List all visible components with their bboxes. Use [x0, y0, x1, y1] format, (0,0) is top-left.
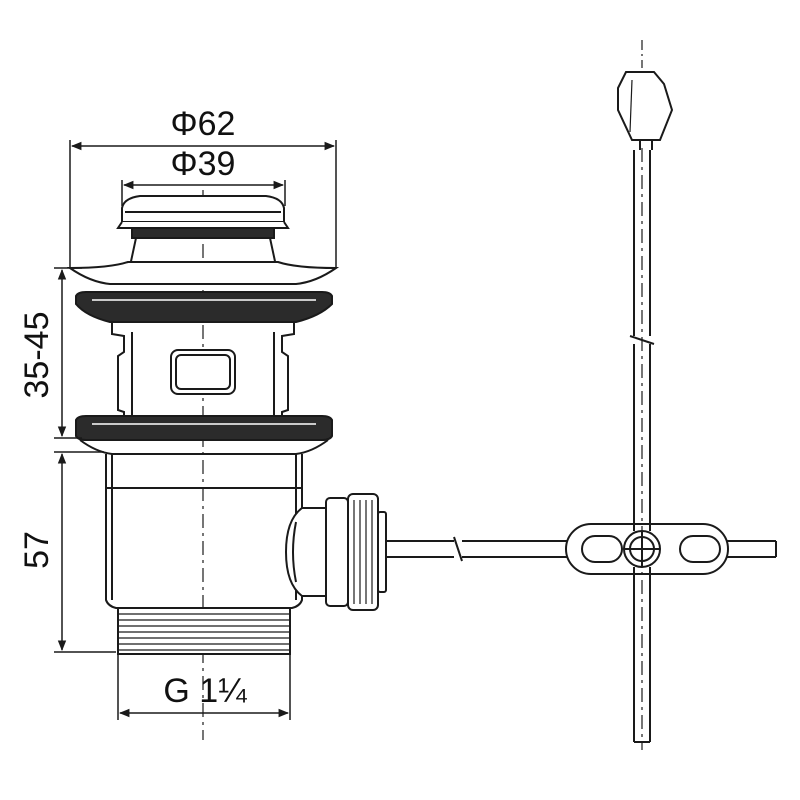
thread-label: G 1¼ [163, 672, 247, 710]
body-height-label: 57 [18, 531, 56, 569]
dim-inner-diameter: Φ39 [121, 145, 286, 206]
thread-section [117, 607, 291, 655]
horizontal-rod [386, 536, 777, 562]
lower-washer [75, 415, 333, 441]
dim-thread: G 1¼ [117, 654, 291, 720]
pull-rod [617, 40, 674, 750]
rod-clamp [565, 523, 729, 575]
adjust-range-label: 35-45 [18, 312, 56, 399]
inner-diameter-label: Φ39 [171, 145, 236, 183]
dim-body-height: 57 [18, 451, 116, 653]
dim-adjust-range: 35-45 [18, 267, 82, 439]
dim-outer-diameter: Φ62 [69, 105, 337, 268]
popup-cap [116, 195, 290, 267]
top-flange [66, 261, 340, 285]
side-outlet-nut [284, 493, 387, 611]
lower-body [105, 454, 303, 609]
middle-body [111, 322, 295, 418]
upper-washer [75, 291, 333, 323]
outer-diameter-label: Φ62 [171, 105, 236, 143]
